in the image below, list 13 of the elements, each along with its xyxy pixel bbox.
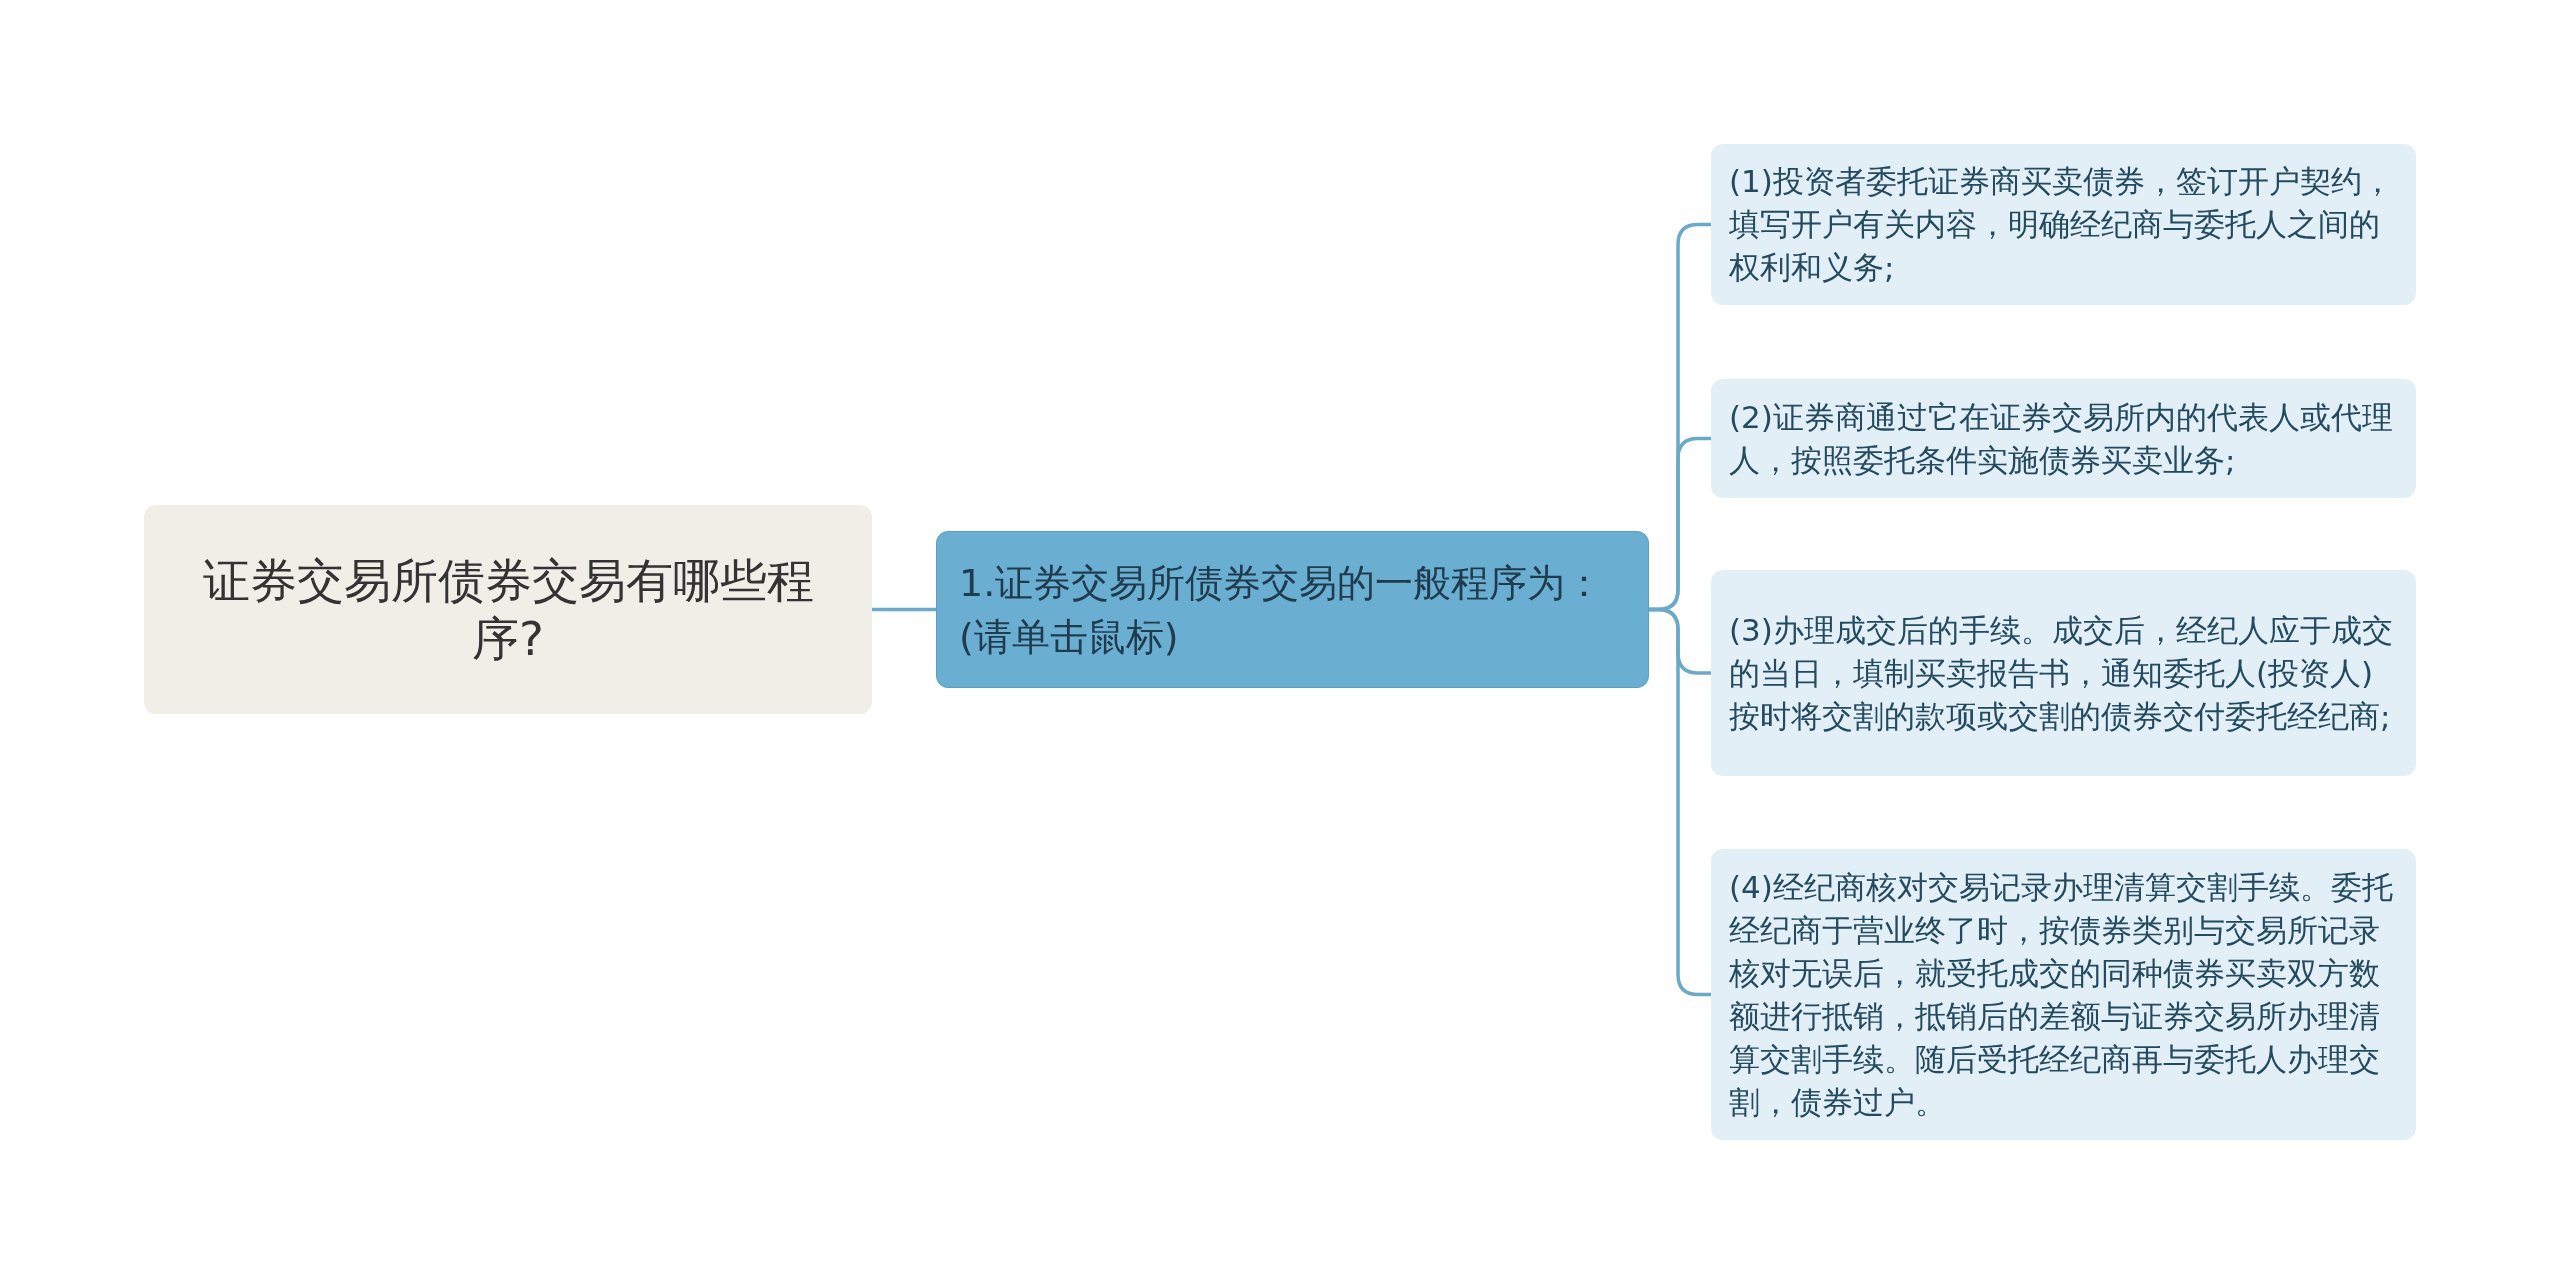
node-text: (4)经纪商核对交易记录办理清算交割手续。委托经纪商于营业终了时，按债券类别与交易所记录核对无误后，就受托成交的同种债券买卖双方数额进行抵销，抵销后的差额与证券交易所办理清算交割手续。随后受托经纪商再与委托人办理交割，债券过户。 bbox=[1729, 867, 2394, 1122]
detail-box bbox=[1711, 379, 2416, 498]
detail-box bbox=[1711, 144, 2416, 305]
node-text: 1.证券交易所债券交易的一般程序为：(请单击鼠标) bbox=[959, 559, 1605, 661]
node-text: (3)办理成交后的手续。成交后，经纪人应于成交的当日，填制买卖报告书，通知委托人(投资人)按时将交割的款项或交割的债券交付委托经纪商; bbox=[1729, 610, 2394, 736]
branch-box bbox=[936, 531, 1649, 688]
node-text: (2)证券商通过它在证券交易所内的代表人或代理人，按照委托条件实施债券买卖业务; bbox=[1729, 397, 2394, 480]
node-text: (1)投资者委托证券商买卖债券，签订开户契约，填写开户有关内容，明确经纪商与委托人之间的权利和义务; bbox=[1729, 162, 2394, 287]
detail-box bbox=[1711, 849, 2416, 1140]
connector-line bbox=[872, 607, 936, 612]
detail-box bbox=[1711, 570, 2416, 776]
node-text: 证券交易所债券交易有哪些程序? bbox=[201, 551, 815, 668]
topic-box bbox=[144, 505, 872, 714]
